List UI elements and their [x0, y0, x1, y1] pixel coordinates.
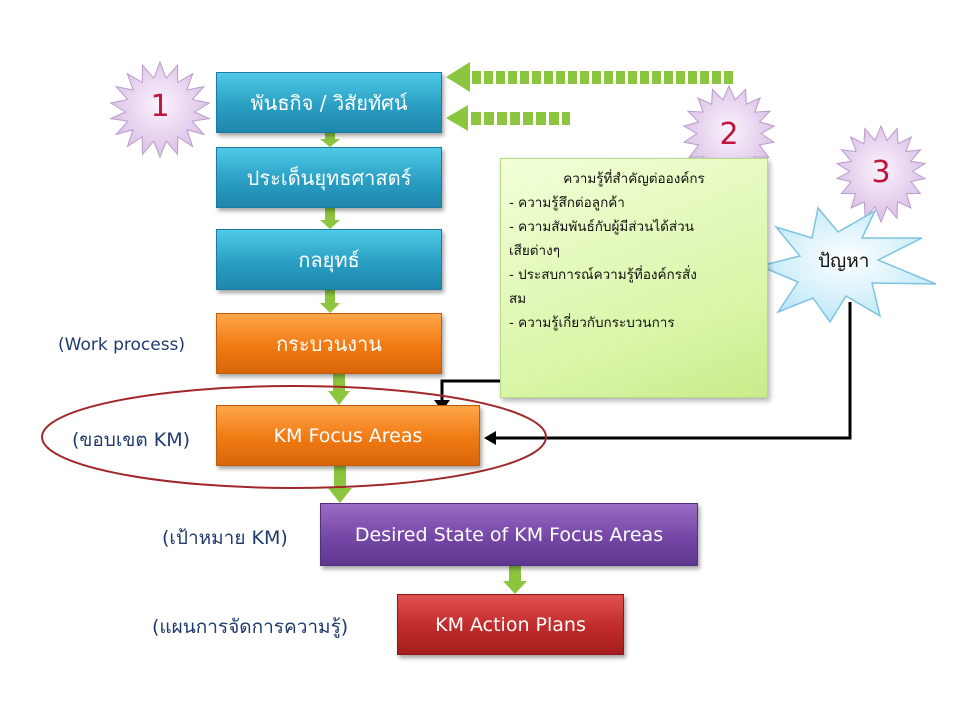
- desired-state-label: Desired State of KM Focus Areas: [354, 523, 664, 546]
- note-line: เสียต่างๆ: [509, 243, 560, 259]
- mission-vision-box: พันธกิจ / วิสัยทัศน์: [216, 72, 442, 133]
- scope-ellipse: [41, 385, 547, 489]
- note-line: - ประสบการณ์ความรู้ที่องค์กรสั่ง: [509, 267, 697, 283]
- down-arrow-4: [328, 374, 350, 405]
- strategic-issues-label: ประเด็นยุทธศาสตร์: [246, 165, 412, 190]
- km-action-plans-box: KM Action Plans: [397, 594, 624, 655]
- work-process-side-label: (Work process): [58, 335, 186, 355]
- km-goal-side-label: (เป้าหมาย KM): [162, 527, 288, 549]
- down-arrow-3: [320, 290, 340, 313]
- note-line: - ความสัมพันธ์กับผู้มีส่วนได้ส่วน: [509, 219, 694, 235]
- problem-label: ปัญหา: [818, 250, 870, 272]
- key-knowledge-note: ความรู้ที่สำคัญต่อองค์กร - ความรู้สึกต่อ…: [500, 158, 768, 398]
- badge-number-3: 3: [871, 154, 891, 190]
- down-arrow-1: [320, 133, 340, 147]
- problem-callout-shape: [757, 206, 937, 324]
- km-action-plans-label: KM Action Plans: [435, 613, 586, 636]
- km-focus-areas-label: KM Focus Areas: [273, 424, 423, 447]
- work-process-box: กระบวนงาน: [216, 313, 442, 374]
- down-arrow-6: [503, 566, 527, 594]
- km-plan-side-label: (แผนการจัดการความรู้): [152, 616, 349, 638]
- down-arrow-5: [328, 466, 352, 503]
- note-line: สม: [509, 291, 527, 307]
- star-badge-1-shape: [108, 60, 212, 159]
- km-scope-side-label: (ขอบเขต KM): [72, 429, 190, 451]
- down-arrows: [320, 133, 527, 594]
- note-title: ความรู้ที่สำคัญต่อองค์กร: [563, 171, 705, 187]
- connector-problem-arrowhead: [484, 431, 496, 445]
- km-focus-areas-box: KM Focus Areas: [216, 405, 480, 466]
- strategy-box: กลยุทธ์: [216, 229, 442, 290]
- badge-number-2: 2: [719, 116, 739, 152]
- desired-state-box: Desired State of KM Focus Areas: [320, 503, 698, 566]
- connector-problem-to-km: [494, 302, 852, 440]
- dashed-arrow-top: [446, 62, 733, 92]
- down-arrow-2: [320, 208, 340, 229]
- strategy-label: กลยุทธ์: [298, 247, 360, 272]
- badge-number-1: 1: [150, 88, 170, 124]
- note-line: - ความรู้สึกต่อลูกค้า: [509, 195, 625, 211]
- note-line: - ความรู้เกี่ยวกับกระบวนการ: [509, 315, 675, 331]
- mission-vision-label: พันธกิจ / วิสัยทัศน์: [250, 90, 408, 115]
- strategic-issues-box: ประเด็นยุทธศาสตร์: [216, 147, 442, 208]
- dashed-arrow-bottom: [446, 105, 570, 131]
- work-process-label: กระบวนงาน: [276, 331, 382, 356]
- star-badge-3-shape: [835, 124, 927, 224]
